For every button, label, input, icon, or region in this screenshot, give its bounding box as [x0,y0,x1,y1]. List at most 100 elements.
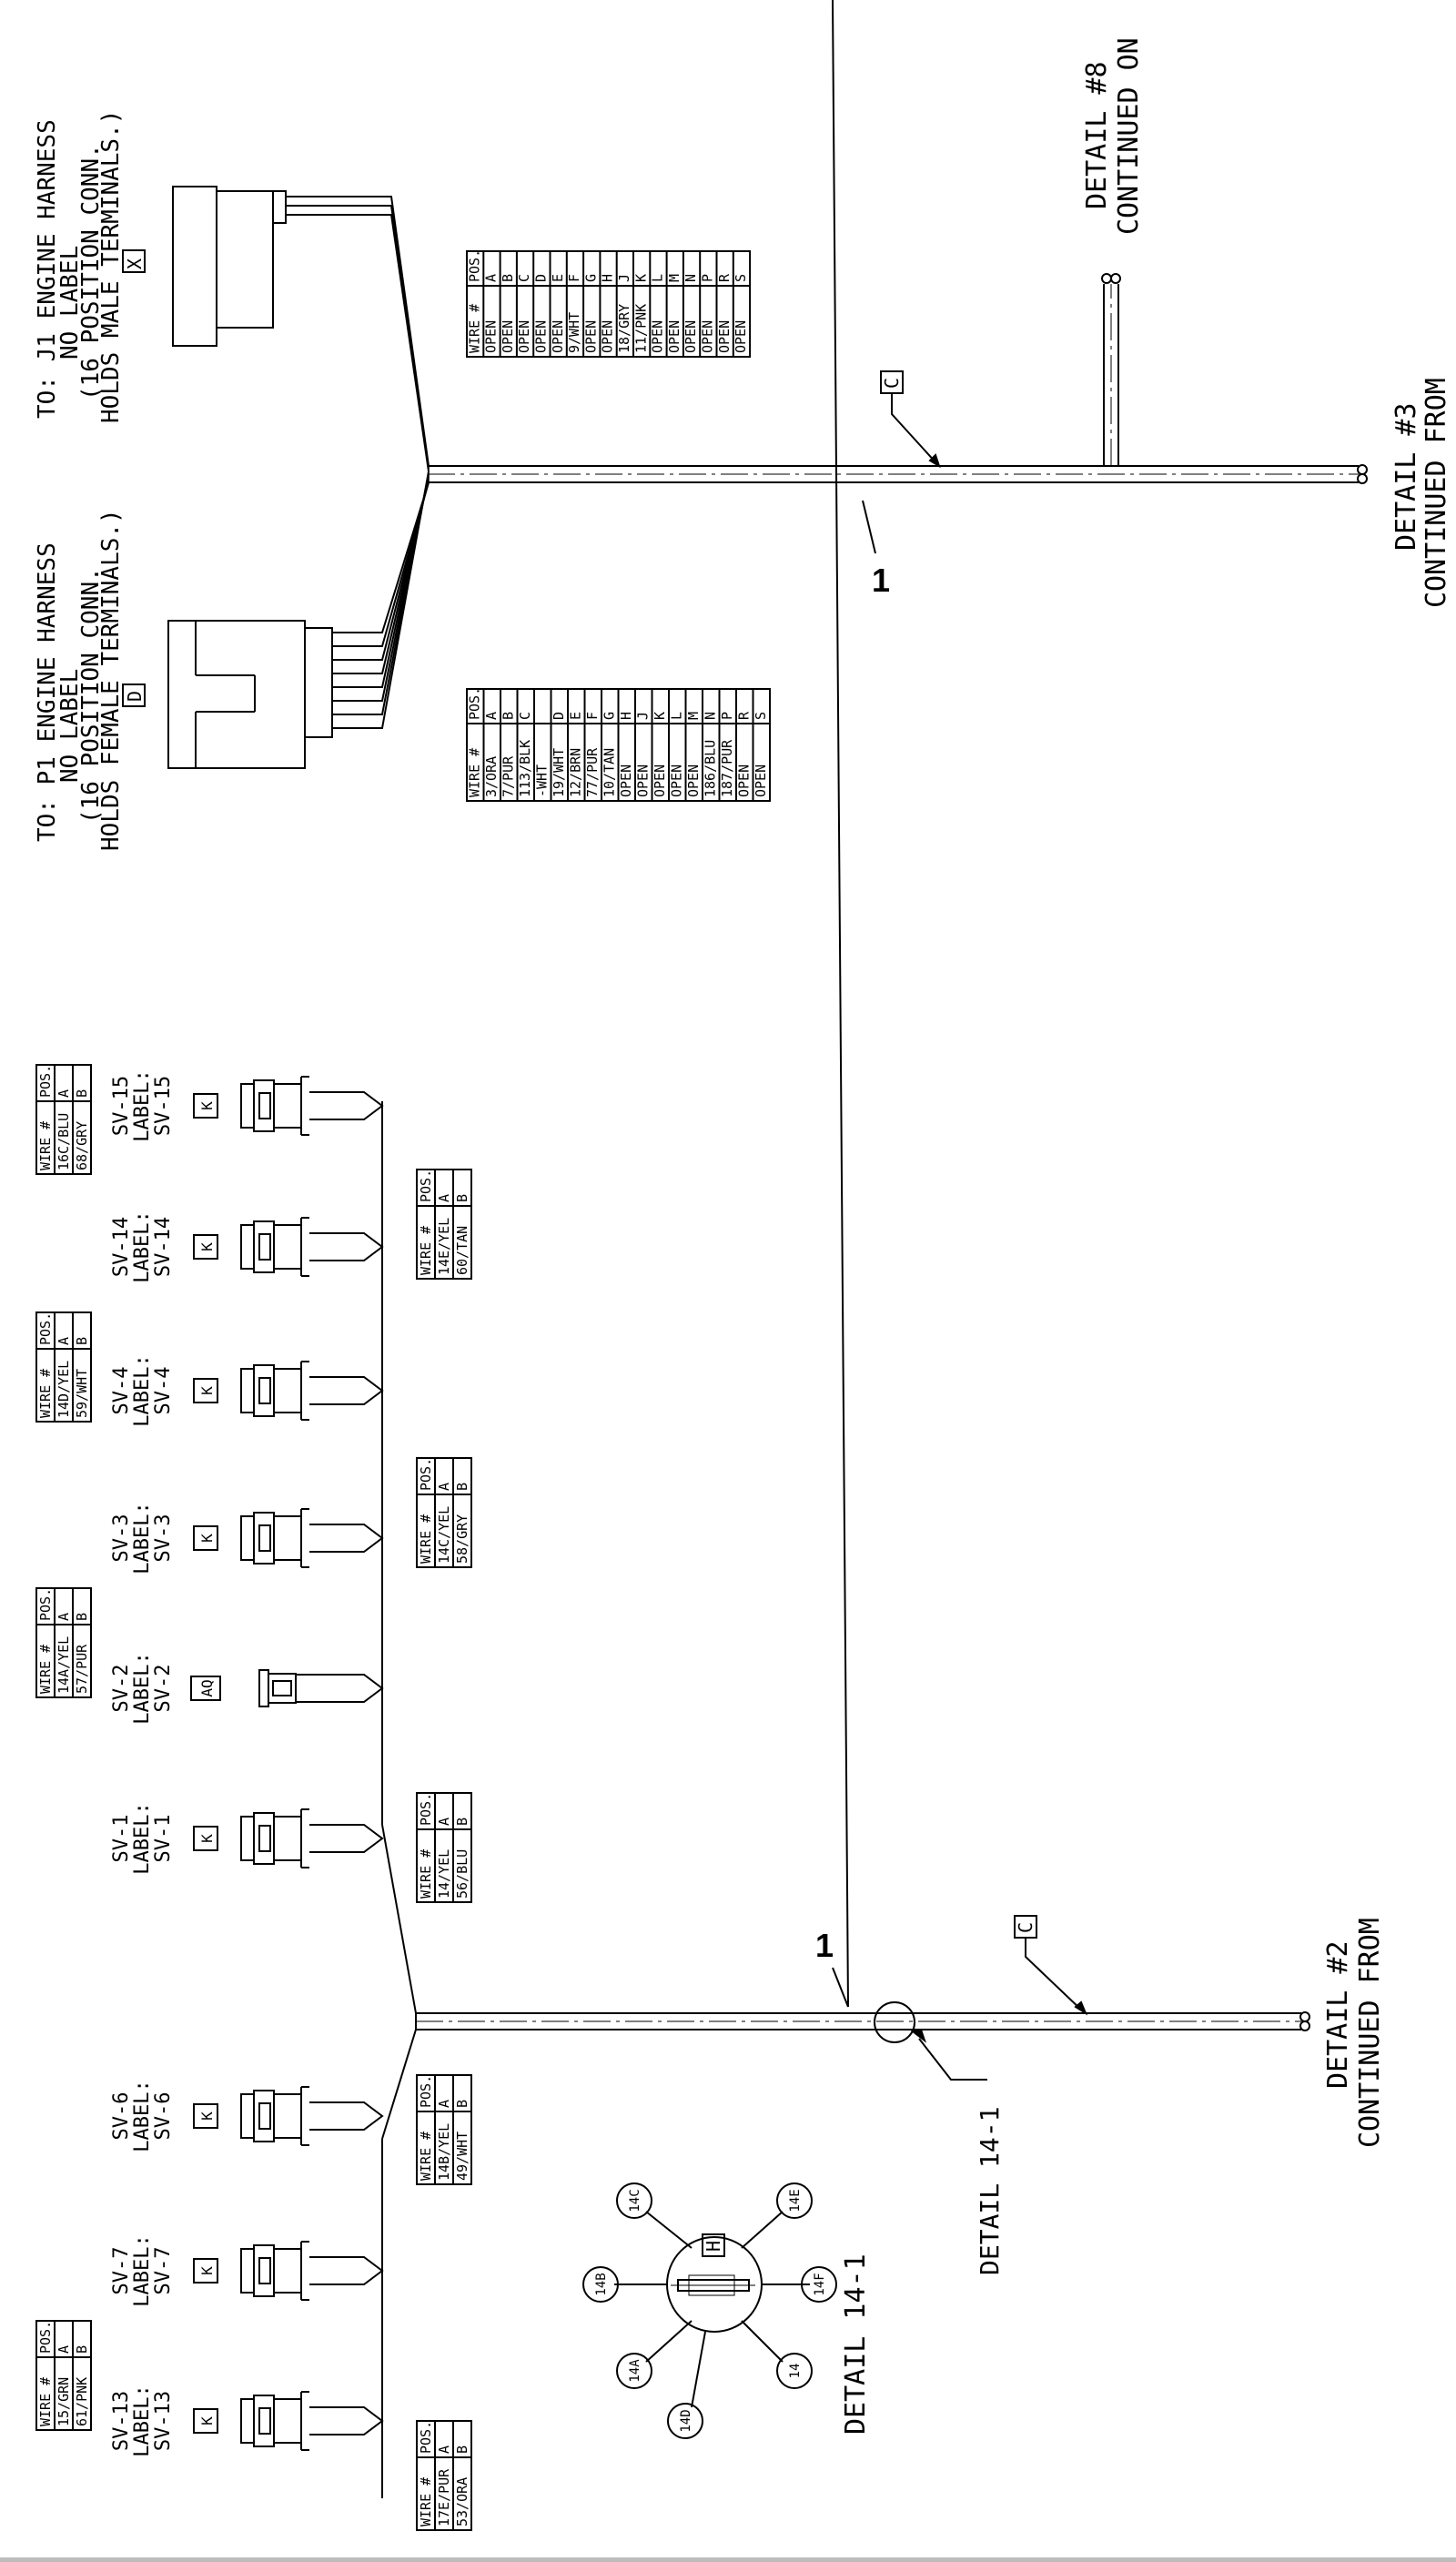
p1-sub3: HOLDS FEMALE TERMINALS.) [97,509,125,851]
table-cell-wire: 59/WHT [74,1369,90,1418]
table-cell-wire: 58/GRY [454,1514,470,1564]
table-cell-pos: A [56,1337,72,1345]
table-cell-pos: B [454,1818,470,1826]
p1-title: TO: P1 ENGINE HARNESS [34,542,61,842]
table-cell-pos: D [533,274,550,282]
solenoid-ref: K [198,1386,216,1395]
detail8-label: DETAIL #8 [1081,61,1113,209]
table-cell-pos: A [436,1818,452,1826]
solenoid-label-word: LABEL: [131,1502,154,1574]
table-cell-pos: L [669,712,685,720]
solenoid-label-word: LABEL: [131,2234,154,2306]
table-header-pos: POS. [37,1588,54,1621]
pinout-tables: WIRE #POS.OPENAOPENBOPENCOPENDOPENE9/WHT… [35,249,771,2531]
table-cell-wire: 11/PNK [632,304,649,353]
table-cell-wire: OPEN [582,320,599,353]
table-cell-wire: OPEN [669,765,685,797]
table-header-pos: POS. [418,1793,434,1826]
j1-wire-fan [285,196,430,472]
item1-bottom: 1 [815,1927,834,1964]
table-cell-wire: OPEN [533,320,550,353]
solenoid-ref: K [198,1101,216,1110]
solenoid-label-word: LABEL: [131,1802,154,1874]
solenoid-ref: K [198,1534,216,1543]
p1-wire-fan [333,471,430,729]
splice-wire-14d: 14D [679,2409,693,2432]
table-cell-wire: 15/GRN [56,2377,72,2426]
table-cell-pos: M [685,712,702,720]
pinout-table-j1: WIRE #POS.OPENAOPENBOPENCOPENDOPENE9/WHT… [466,249,752,358]
splice-wire-14: 14 [788,2364,803,2379]
table-cell-wire: OPEN [682,320,699,353]
table-cell-wire: OPEN [516,320,532,353]
solenoid-ref-box [193,1826,218,1851]
solenoid-ref-box [193,1378,218,1403]
detail3-label: DETAIL #3 [1390,402,1422,551]
solenoid-label-word: LABEL: [131,1652,154,1724]
detail2-continued: CONTINUED FROM [1354,1918,1386,2148]
solenoid-label: SV-6 [152,2092,175,2141]
solenoid-label: SV-15 [152,1076,175,1136]
splice-wire-14c: 14C [628,2189,642,2212]
solenoid-ref-box [193,2103,218,2129]
table-cell-wire: 14C/YEL [436,1506,452,1564]
top-harness-trunk [428,273,1368,484]
solenoid-id: SV-3 [110,1514,133,1563]
table-cell-pos: A [56,2345,72,2354]
table-cell-pos: R [736,711,753,720]
table-cell-wire: 49/WHT [454,2132,470,2181]
table-cell-pos: B [500,274,516,282]
table-cell-pos: D [551,712,567,720]
splice-wire-14e: 14E [788,2189,803,2212]
solenoid-id: SV-7 [110,2247,133,2295]
table-cell-pos: J [616,274,632,282]
solenoid-ref: AQ [198,1679,216,1696]
table-cell-wire: 14E/YEL [436,1218,452,1275]
splice-detail [582,2182,837,2439]
table-cell-pos: A [483,712,500,720]
j1-connector [172,186,287,347]
p1-connector [167,620,333,769]
table-cell-pos: B [500,712,517,720]
table-cell-wire: 16C/BLU [56,1113,72,1170]
table-cell-wire: 113/BLK [517,740,533,797]
table-header-wire: WIRE # [418,1226,434,1275]
solenoid-id: SV-13 [110,2391,133,2451]
table-cell-wire: OPEN [550,320,566,353]
table-cell-pos: E [550,274,566,282]
table-cell-pos: C [516,274,532,282]
j1-sub1: NO LABEL [56,246,84,359]
table-cell-wire: OPEN [685,765,702,797]
solenoid-ref: K [198,1834,216,1843]
table-cell-wire: 7/PUR [500,755,517,797]
table-header-pos: POS. [466,249,482,282]
solenoid-label: SV-14 [152,1217,175,1277]
table-cell-wire: OPEN [736,765,753,797]
solenoid-ref: K [198,1242,216,1251]
table-cell-wire: OPEN [652,765,668,797]
table-header-wire: WIRE # [37,1121,54,1170]
table-cell-pos: E [568,712,584,720]
solenoid-label-word: LABEL: [131,1069,154,1141]
table-header-wire: WIRE # [467,748,483,797]
table-cell-pos: B [454,2100,470,2108]
table-cell-wire: 14B/YEL [436,2123,452,2181]
table-header-wire: WIRE # [37,1645,54,1694]
table-header-wire: WIRE # [466,304,482,353]
table-cell-pos: F [566,274,582,282]
table-cell-wire: OPEN [716,320,733,353]
table-cell-wire: 77/PUR [584,747,601,797]
solenoid-ref-box [193,2408,218,2434]
solenoid-label-word: LABEL: [131,2385,154,2456]
table-header-pos: POS. [467,687,483,720]
solenoid-id: SV-1 [110,1815,133,1863]
j1-ref: X [124,258,146,269]
